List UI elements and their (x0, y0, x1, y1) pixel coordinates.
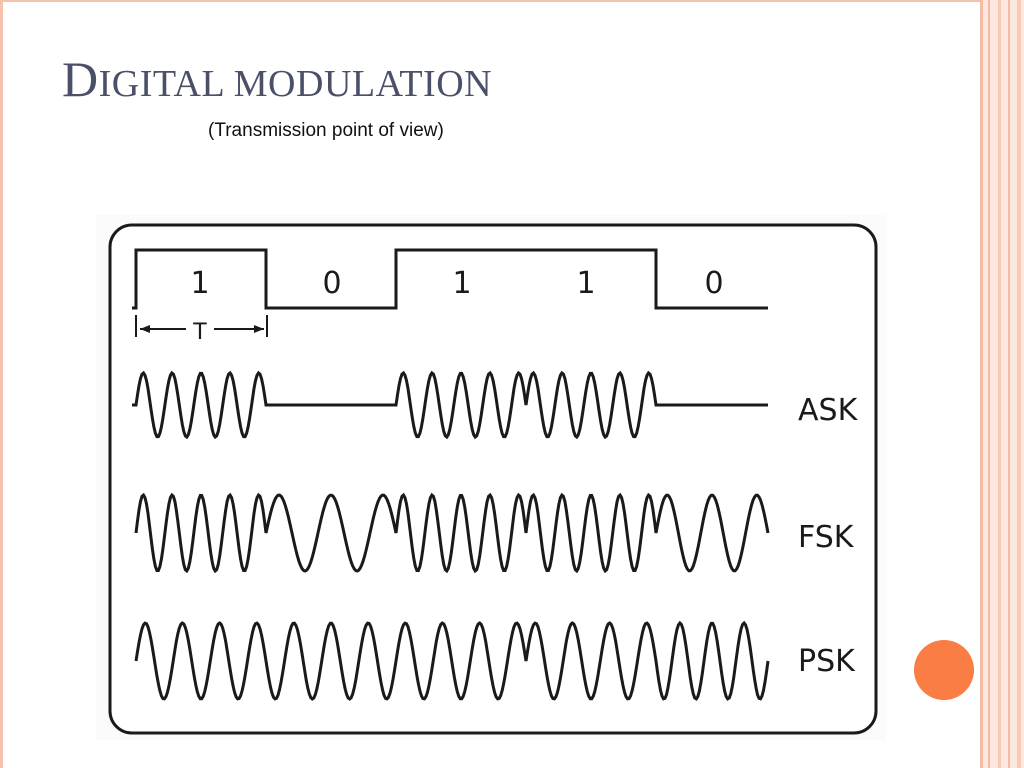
diagram-border (108, 223, 878, 735)
bit-label-4: 1 (576, 266, 595, 301)
orange-circle-decoration (914, 640, 974, 700)
bit-label-2: 0 (322, 266, 341, 301)
slide-frame-top (0, 0, 1024, 2)
bit-label-5: 0 (704, 266, 723, 301)
slide-title: DIGITAL MODULATION (62, 50, 492, 108)
fsk-waveform (134, 492, 770, 574)
modulation-diagram: T 1 0 1 1 0 ASK FSK PSK (96, 215, 886, 740)
ask-waveform (132, 370, 768, 440)
slide-frame-right (980, 0, 1024, 768)
period-marker: T (135, 315, 268, 345)
slide-subtitle: (Transmission point of view) (208, 120, 444, 141)
title-rest: IGITAL MODULATION (98, 63, 493, 105)
fsk-label: FSK (798, 520, 855, 555)
bit-stream-waveform (132, 248, 768, 310)
period-label: T (192, 320, 207, 345)
bit-label-1: 1 (190, 266, 209, 301)
title-initial: D (62, 51, 99, 107)
ask-label: ASK (798, 393, 859, 428)
bit-label-3: 1 (452, 266, 471, 301)
slide-frame-left (0, 0, 3, 768)
psk-waveform (134, 620, 770, 701)
psk-label: PSK (798, 644, 856, 679)
